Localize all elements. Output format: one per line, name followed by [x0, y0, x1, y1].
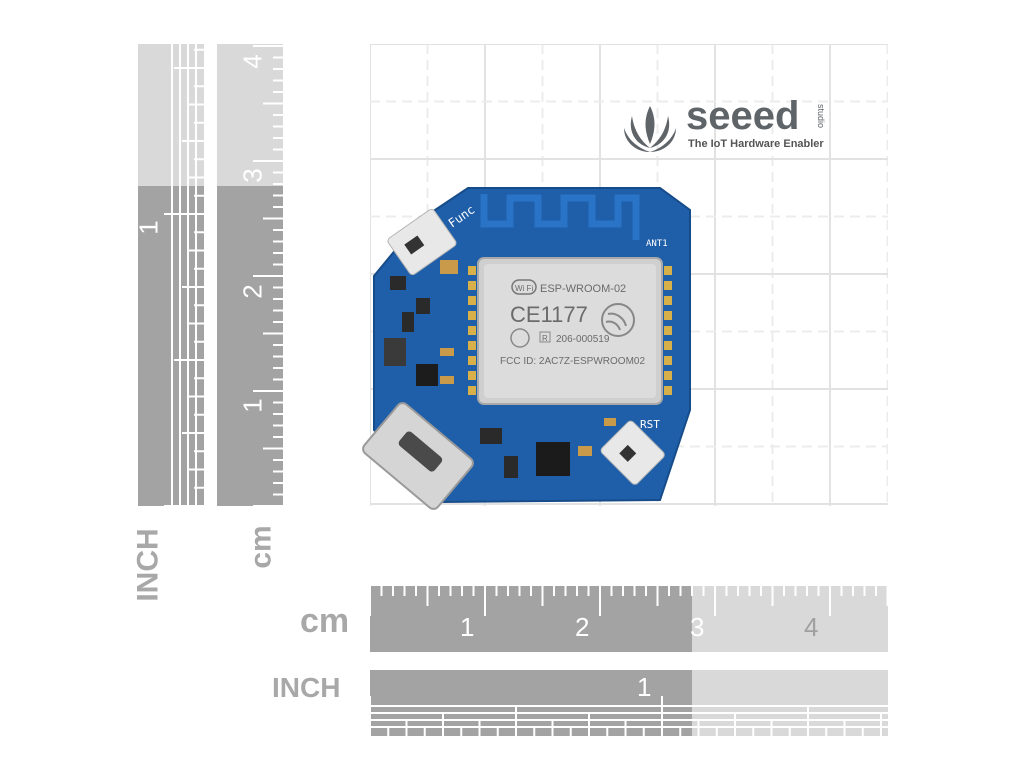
module-pad-right [664, 356, 672, 365]
func-switch[interactable] [386, 208, 457, 276]
module-pad-right [664, 296, 672, 305]
module-pad-left [468, 311, 476, 320]
horizontal-cm-ruler [370, 586, 888, 652]
esp-wroom-board: Func ANT1 RST Wi Fi ESP-WROOM-02 CE1177 … [361, 187, 691, 510]
horizontal-cm-number-2: 2 [575, 612, 590, 642]
module-pad-right [664, 371, 672, 380]
module-pad-left [468, 356, 476, 365]
module-cert: CE1177 [510, 302, 588, 327]
horizontal-cm-number-4: 4 [804, 612, 819, 642]
silk-ant1: ANT1 [646, 239, 668, 249]
module-pad-left [468, 296, 476, 305]
vertical-cm-number-1: 1 [237, 398, 268, 413]
module-pad-left [468, 266, 476, 275]
vertical-cm-ruler [217, 44, 283, 506]
vertical-inch-ruler [138, 44, 204, 506]
module-pad-left [468, 281, 476, 290]
left-cm-label: cm [244, 525, 278, 569]
logo-tagline: The IoT Hardware Enabler [688, 138, 824, 150]
espressif-icon [601, 303, 635, 337]
esp-wroom-module: Wi Fi ESP-WROOM-02 CE1177 R 206-000519 F… [477, 257, 663, 405]
micro-usb-port[interactable] [361, 401, 476, 510]
silk-rst: RST [640, 418, 660, 431]
rst-switch[interactable] [599, 419, 665, 485]
vertical-cm-number-4: 4 [237, 54, 268, 69]
horizontal-inch-ruler [370, 670, 888, 736]
module-pad-right [664, 311, 672, 320]
bottom-inch-label: INCH [272, 672, 341, 703]
module-pad-left [468, 371, 476, 380]
vertical-inch-number-1: 1 [133, 220, 164, 235]
logo-wordmark: seeed [686, 94, 800, 138]
horizontal-cm-number-1: 1 [460, 612, 475, 642]
module-pad-left [468, 386, 476, 395]
certification-mark-icon [510, 328, 530, 348]
r-mark: R [542, 334, 548, 343]
vertical-cm-number-2: 2 [237, 284, 268, 299]
vertical-cm-number-3: 3 [237, 168, 268, 183]
module-id: 206-000519 [556, 334, 610, 345]
wifi-badge: Wi Fi [515, 284, 533, 293]
horizontal-cm-number-3: 3 [690, 612, 705, 642]
module-name: ESP-WROOM-02 [540, 283, 626, 295]
module-pad-right [664, 266, 672, 275]
horizontal-inch-number-1: 1 [637, 672, 652, 702]
seeed-leaf-icon [624, 106, 676, 152]
module-pad-right [664, 281, 672, 290]
left-inch-label: INCH [131, 528, 165, 602]
module-pad-right [664, 341, 672, 350]
module-pad-right [664, 386, 672, 395]
smd-components [384, 260, 616, 478]
module-pad-right [664, 326, 672, 335]
bottom-cm-label: cm [300, 602, 350, 640]
module-pad-left [468, 341, 476, 350]
module-fcc: FCC ID: 2AC7Z-ESPWROOM02 [500, 356, 645, 367]
seeed-logo: seeed studio The IoT Hardware Enabler [620, 94, 840, 154]
logo-studio: studio [816, 104, 826, 129]
module-pad-left [468, 326, 476, 335]
